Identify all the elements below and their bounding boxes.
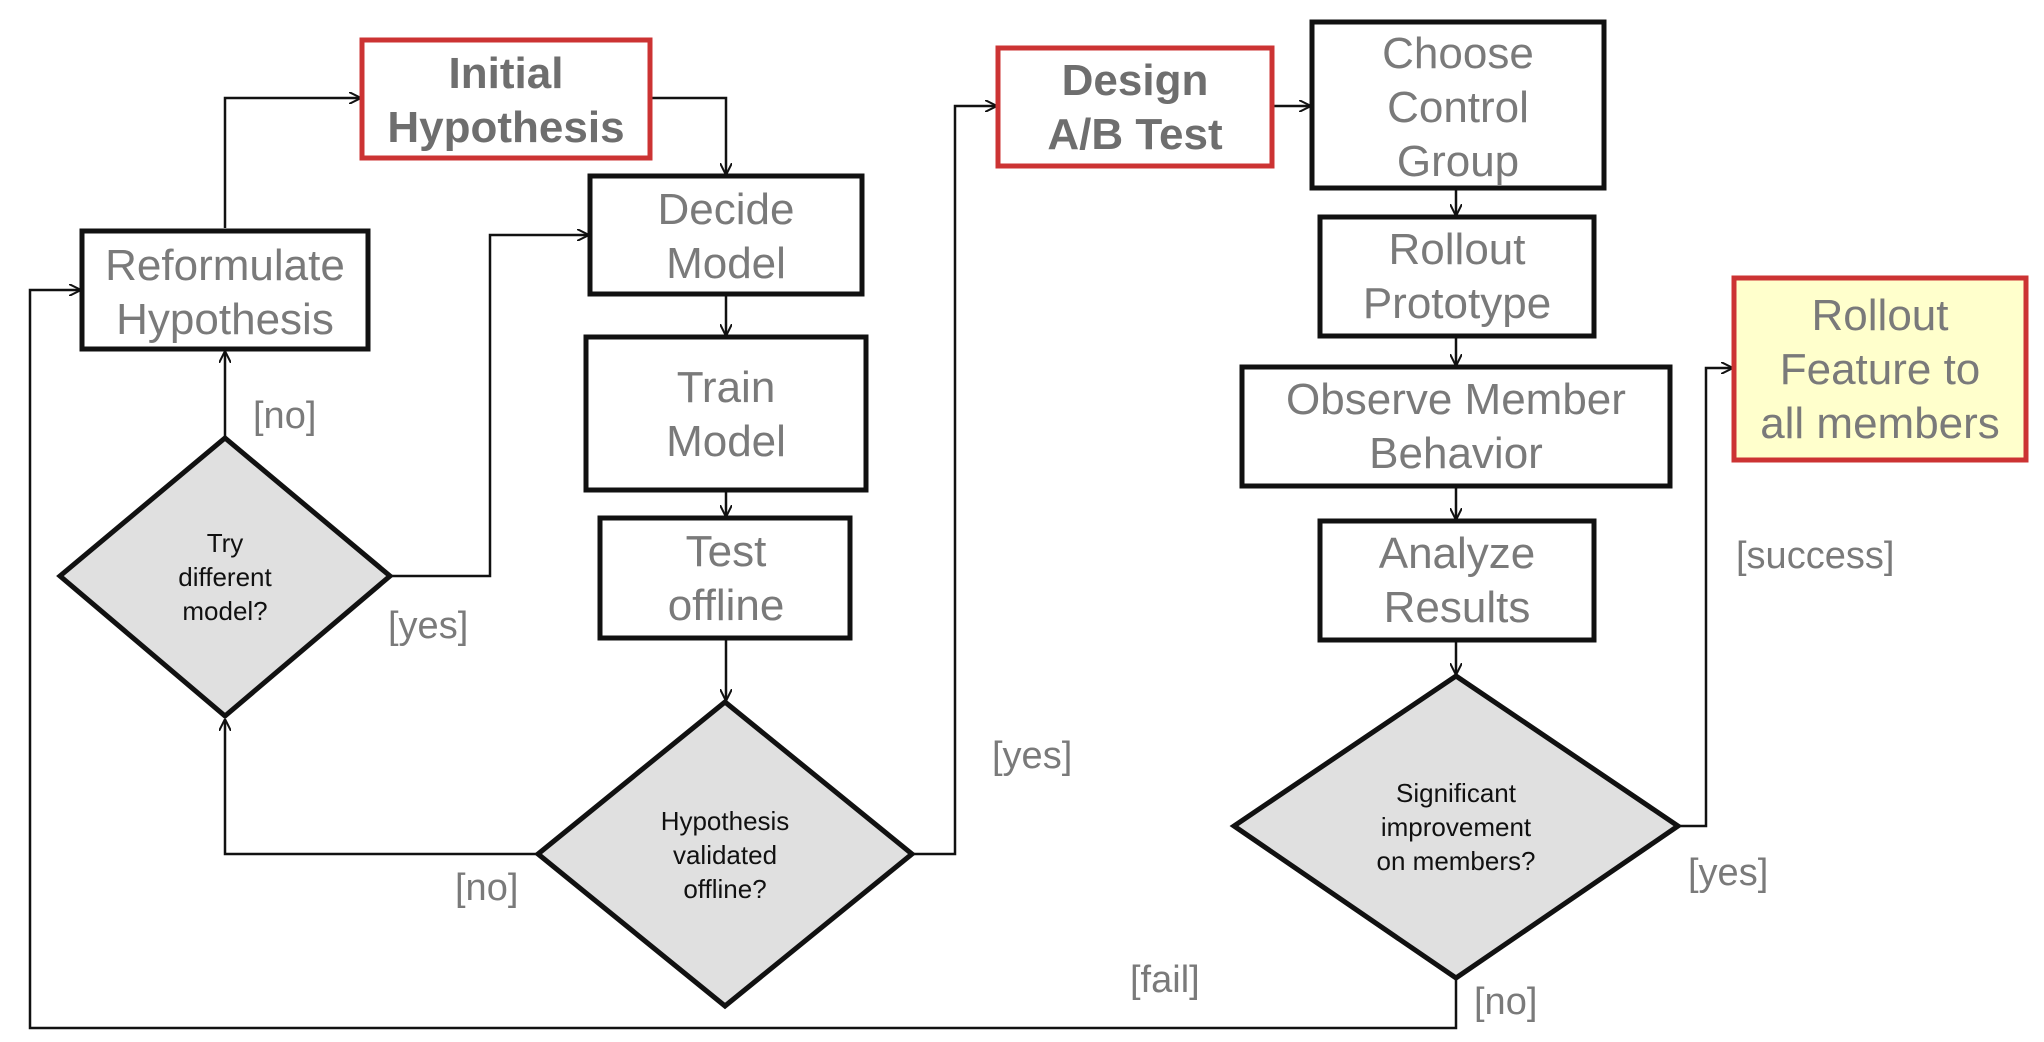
- node-line: Control: [1387, 83, 1529, 132]
- edge-validated-yes-to-design: [912, 106, 996, 856]
- node-line: Initial: [449, 49, 564, 98]
- node-line: Choose: [1382, 29, 1534, 78]
- node-line: Rollout: [1812, 291, 1949, 340]
- node-line: all members: [1760, 399, 2000, 448]
- node-line: Decide: [658, 185, 795, 234]
- initial-hypothesis-box: Initial Hypothesis: [359, 37, 653, 161]
- node-line: Model: [666, 417, 786, 466]
- node-line: A/B Test: [1047, 110, 1223, 159]
- hypothesis-validated-decision: Hypothesis validated offline?: [534, 698, 916, 1010]
- node-line: Train: [677, 363, 776, 412]
- node-line: Hypothesis: [116, 295, 334, 344]
- try-different-model-decision: Try different model?: [56, 434, 394, 720]
- node-line: Analyze: [1379, 529, 1536, 578]
- edge-try-yes-to-decide: [390, 235, 588, 578]
- node-line: Behavior: [1369, 429, 1543, 478]
- node-line: Results: [1384, 583, 1531, 632]
- rollout-feature-box: Rollout Feature to all members: [1731, 275, 2029, 463]
- observe-member-behavior-box: Observe Member Behavior: [1239, 364, 1673, 489]
- decision-line: on members?: [1377, 846, 1536, 876]
- edge-initial-to-decide: [650, 96, 726, 174]
- edge-label-significant-yes: [yes]: [1688, 852, 1768, 894]
- decision-line: validated: [673, 840, 777, 870]
- node-line: Reformulate: [105, 241, 345, 290]
- decision-line: different: [178, 562, 272, 592]
- edge-significant-yes-to-rollout-feature: [1678, 368, 1732, 828]
- node-line: Feature to: [1780, 345, 1981, 394]
- edge-label-try-yes: [yes]: [388, 605, 468, 647]
- reformulate-hypothesis-box: Reformulate Hypothesis: [79, 228, 371, 352]
- significant-improvement-decision: Significant improvement on members?: [1229, 672, 1683, 982]
- edge-label-significant-no: [no]: [1474, 981, 1537, 1023]
- decide-model-box: Decide Model: [587, 173, 865, 297]
- node-line: Prototype: [1363, 279, 1551, 328]
- decision-line: Significant: [1396, 778, 1517, 808]
- edge-label-try-no: [no]: [253, 395, 316, 437]
- test-offline-box: Test offline: [597, 515, 853, 641]
- edge-label-fail: [fail]: [1130, 959, 1200, 1001]
- edge-reformulate-to-initial: [223, 98, 360, 228]
- design-ab-test-box: Design A/B Test: [995, 45, 1275, 169]
- node-line: Observe Member: [1286, 375, 1626, 424]
- decision-line: model?: [182, 596, 267, 626]
- edge-label-validated-no: [no]: [455, 867, 518, 909]
- node-line: Hypothesis: [387, 103, 624, 152]
- edge-significant-no-to-reformulate: [28, 290, 1458, 1030]
- choose-control-group-box: Choose Control Group: [1309, 19, 1607, 191]
- train-model-box: Train Model: [583, 334, 869, 493]
- node-line: Group: [1397, 137, 1519, 186]
- rollout-prototype-box: Rollout Prototype: [1317, 214, 1597, 339]
- decision-line: Try: [207, 528, 244, 558]
- node-line: Design: [1062, 56, 1209, 105]
- node-line: offline: [668, 581, 785, 630]
- edge-validated-no-to-try: [225, 720, 538, 856]
- analyze-results-box: Analyze Results: [1317, 518, 1597, 643]
- decision-line: offline?: [683, 874, 766, 904]
- edges: [28, 96, 1732, 1030]
- edge-label-validated-yes: [yes]: [992, 735, 1072, 777]
- decision-line: Hypothesis: [661, 806, 790, 836]
- node-line: Rollout: [1389, 225, 1526, 274]
- edge-label-success: [success]: [1736, 535, 1894, 577]
- node-line: Test: [686, 527, 767, 576]
- node-line: Model: [666, 239, 786, 288]
- decision-line: improvement: [1381, 812, 1532, 842]
